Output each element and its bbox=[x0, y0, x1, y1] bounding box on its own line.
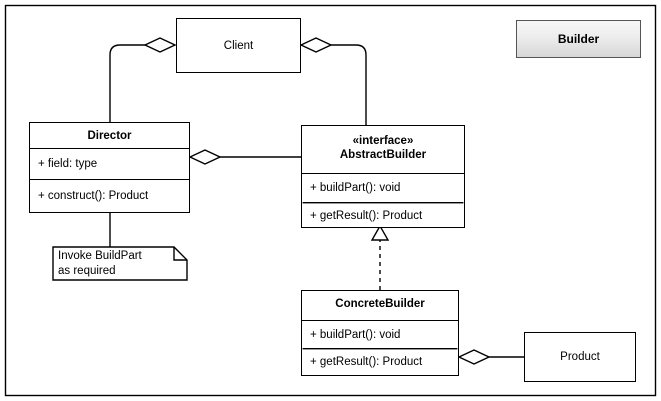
class-operation-concretebuilder-1-label: + getResult(): Product bbox=[310, 355, 423, 368]
class-name-client: Client bbox=[177, 19, 300, 72]
class-box-client[interactable]: Client bbox=[176, 18, 301, 73]
class-box-abstractbuilder[interactable]: «interface» AbstractBuilder + buildPart(… bbox=[301, 125, 465, 228]
note-annotation: Invoke BuildPart as required bbox=[53, 247, 187, 280]
aggregation-diamond-client-left bbox=[143, 37, 177, 53]
aggregation-diamond-director-right bbox=[188, 149, 222, 165]
class-box-concretebuilder[interactable]: ConcreteBuilder + buildPart(): void + ge… bbox=[301, 290, 459, 376]
class-name-client-label: Client bbox=[223, 39, 254, 52]
class-name-director-label: Director bbox=[87, 129, 132, 142]
class-operation-concretebuilder-1: + getResult(): Product bbox=[302, 348, 458, 375]
class-name-abstractbuilder-label: AbstractBuilder bbox=[339, 149, 427, 161]
class-name-abstractbuilder: «interface» AbstractBuilder bbox=[302, 126, 464, 170]
class-attribute-director-0-label: + field: type bbox=[38, 158, 98, 170]
class-name-concretebuilder-label: ConcreteBuilder bbox=[335, 298, 425, 310]
class-operation-concretebuilder-0: + buildPart(): void bbox=[302, 320, 458, 348]
diagram-border bbox=[4, 4, 657, 397]
connector-concretebuilder-product bbox=[457, 349, 524, 365]
note-line-2: as required bbox=[58, 265, 116, 277]
class-operation-abstractbuilder-1: + getResult(): Product bbox=[302, 202, 464, 229]
realization-triangle bbox=[370, 224, 390, 241]
class-name-director: Director bbox=[30, 123, 189, 148]
class-operation-abstractbuilder-0: + buildPart(): void bbox=[302, 173, 464, 202]
class-name-product-label: Product bbox=[560, 351, 600, 363]
class-operation-concretebuilder-0-label: + buildPart(): void bbox=[310, 328, 401, 341]
diagram-title-badge-label: Builder bbox=[557, 32, 600, 46]
aggregation-diamond-client-right bbox=[299, 37, 333, 53]
class-operation-director-0: + construct(): Product bbox=[30, 179, 189, 211]
class-operation-abstractbuilder-1-label: + getResult(): Product bbox=[310, 209, 423, 222]
class-attribute-director-0: + field: type bbox=[30, 148, 189, 179]
class-name-concretebuilder: ConcreteBuilder bbox=[302, 291, 458, 317]
connector-director-abstractbuilder bbox=[188, 149, 301, 165]
aggregation-diamond-concretebuilder-right bbox=[457, 349, 491, 365]
connector-client-abstractbuilder bbox=[299, 37, 367, 125]
note-line-1: Invoke BuildPart bbox=[58, 250, 142, 262]
note-shape bbox=[52, 246, 188, 281]
class-name-product: Product bbox=[525, 333, 635, 381]
class-operation-director-0-label: + construct(): Product bbox=[38, 189, 149, 202]
diagram-title-badge[interactable]: Builder bbox=[516, 20, 641, 58]
connector-concretebuilder-realization bbox=[370, 224, 390, 290]
class-box-director[interactable]: Director + field: type + construct(): Pr… bbox=[29, 122, 190, 213]
class-operation-abstractbuilder-0-label: + buildPart(): void bbox=[310, 182, 401, 194]
connector-client-director bbox=[109, 37, 177, 122]
class-box-product[interactable]: Product bbox=[524, 332, 636, 382]
class-stereotype-abstractbuilder: «interface» bbox=[352, 135, 414, 147]
